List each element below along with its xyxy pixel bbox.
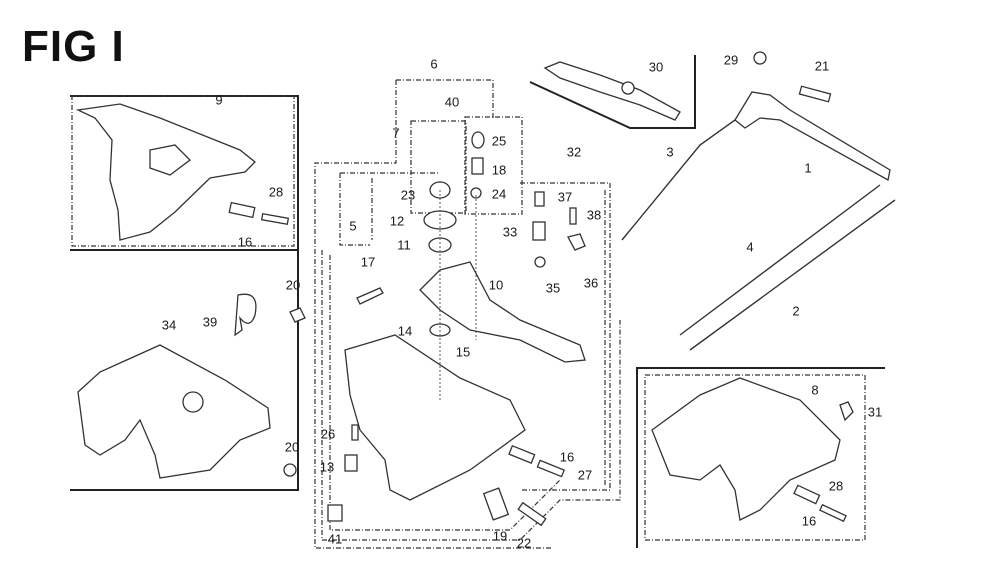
callout-38[interactable]: 38 <box>586 207 602 223</box>
callout-13[interactable]: 13 <box>319 459 335 475</box>
bolt-27-icon <box>536 459 566 478</box>
screw-28-right-icon <box>819 503 847 523</box>
callout-3[interactable]: 3 <box>666 144 674 160</box>
callout-15[interactable]: 15 <box>455 344 471 360</box>
callout-23[interactable]: 23 <box>400 187 416 203</box>
nut-29-icon <box>753 51 767 65</box>
callout-20-lower[interactable]: 20 <box>284 439 300 455</box>
bolt-20-lower-icon <box>283 463 297 477</box>
bolt-22-icon <box>517 501 547 527</box>
control-base-15[interactable] <box>344 334 526 501</box>
clip-31-icon <box>839 401 854 422</box>
callout-26[interactable]: 26 <box>320 426 336 442</box>
panel-part-30 <box>529 55 696 129</box>
holder-33-icon <box>532 221 546 241</box>
callout-11[interactable]: 11 <box>397 237 411 253</box>
clip-39-icon <box>234 293 257 337</box>
panel-part-8 <box>636 367 885 548</box>
center-assembly-boxes <box>314 79 621 549</box>
screw-25-icon <box>471 131 485 149</box>
clamp-13-icon <box>344 454 358 472</box>
callout-14[interactable]: 14 <box>397 323 413 339</box>
callout-21[interactable]: 21 <box>814 58 830 74</box>
callout-5[interactable]: 5 <box>349 218 357 234</box>
clamp-36-icon <box>567 233 586 251</box>
callout-41[interactable]: 41 <box>327 531 343 547</box>
callout-18[interactable]: 18 <box>491 162 507 178</box>
screw-26-icon <box>351 424 359 441</box>
callout-9[interactable]: 9 <box>215 92 223 108</box>
callout-28-upper[interactable]: 28 <box>268 184 284 200</box>
throttle-cable-2 <box>689 199 896 351</box>
callout-4[interactable]: 4 <box>746 239 754 255</box>
callout-22[interactable]: 22 <box>516 535 532 551</box>
governor-arm-1[interactable] <box>734 91 891 182</box>
lever-30-icon[interactable] <box>543 61 681 121</box>
callout-16-right[interactable]: 16 <box>801 513 817 529</box>
bracket-8[interactable] <box>651 377 841 521</box>
callout-39[interactable]: 39 <box>202 314 218 330</box>
callout-40[interactable]: 40 <box>444 94 460 110</box>
lower-bracket-34[interactable] <box>77 344 271 479</box>
center-parts <box>283 131 586 527</box>
washer-11-icon <box>428 237 452 253</box>
governor-rod-3 <box>621 119 736 241</box>
callout-36[interactable]: 36 <box>583 275 599 291</box>
callout-34[interactable]: 34 <box>161 317 177 333</box>
figure-title: FIG I <box>22 22 125 71</box>
callout-10[interactable]: 10 <box>488 277 504 293</box>
spring-17-icon <box>356 287 384 305</box>
bolt-18-icon <box>471 157 484 175</box>
clip-24-icon <box>470 187 482 199</box>
screw-38-icon <box>569 207 577 225</box>
callout-33[interactable]: 33 <box>502 224 518 240</box>
panel-part-9 <box>70 95 299 251</box>
callout-7[interactable]: 7 <box>392 125 400 141</box>
callout-35[interactable]: 35 <box>545 280 561 296</box>
bolt-20-icon <box>289 307 306 323</box>
panel-part-34 <box>70 250 299 491</box>
callout-25[interactable]: 25 <box>491 133 507 149</box>
right-linkage <box>621 51 896 351</box>
callout-8[interactable]: 8 <box>811 382 819 398</box>
callout-30[interactable]: 30 <box>648 59 664 75</box>
callout-28-right[interactable]: 28 <box>828 478 844 494</box>
callout-16-upper[interactable]: 16 <box>237 234 253 250</box>
callout-17[interactable]: 17 <box>360 254 376 270</box>
callout-29[interactable]: 29 <box>723 52 739 68</box>
callout-2[interactable]: 2 <box>792 303 800 319</box>
spring-16-center-icon <box>508 444 536 464</box>
callout-24[interactable]: 24 <box>491 186 507 202</box>
clamp-41-icon <box>327 504 343 522</box>
callout-6[interactable]: 6 <box>430 56 438 72</box>
callout-27[interactable]: 27 <box>577 467 593 483</box>
screw-icon <box>260 213 290 225</box>
callout-37[interactable]: 37 <box>557 189 573 205</box>
screw-37-icon <box>534 191 545 207</box>
choke-rod-4 <box>679 184 881 336</box>
spring-icon <box>228 201 256 219</box>
callout-19[interactable]: 19 <box>492 528 508 544</box>
callout-1[interactable]: 1 <box>804 160 812 176</box>
callout-31[interactable]: 31 <box>867 404 883 420</box>
collar-19-icon <box>482 487 510 521</box>
callout-16-center[interactable]: 16 <box>559 449 575 465</box>
clip-35-icon <box>534 256 546 268</box>
bolt-21-icon <box>798 85 832 103</box>
callout-20-upper[interactable]: 20 <box>285 277 301 293</box>
spring-16-right-icon <box>793 484 821 505</box>
control-lever-10[interactable] <box>419 261 586 363</box>
callout-32[interactable]: 32 <box>566 144 582 160</box>
callout-12[interactable]: 12 <box>389 213 405 229</box>
